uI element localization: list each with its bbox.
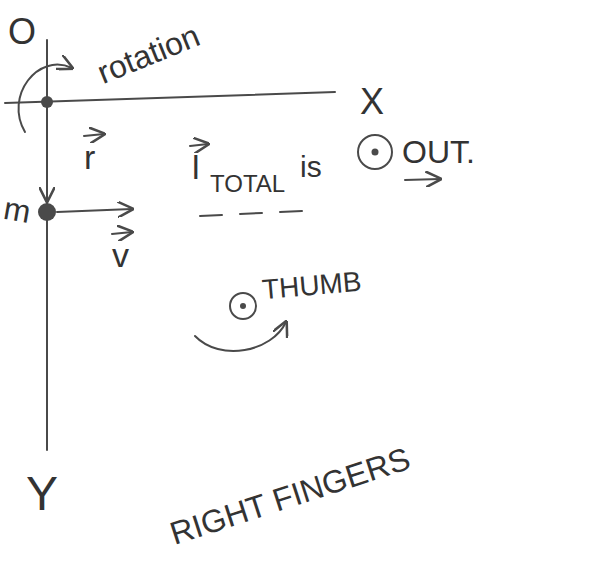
underline-arrow [405,179,440,180]
vector-label: r [84,140,95,174]
dash-underline [200,211,302,216]
rotation-label: rotation [93,19,204,89]
mass-dot [38,203,56,221]
r-vector [46,112,48,201]
rotation-arrow [19,65,72,132]
vector-sign [112,232,132,234]
vector-label: v [112,238,129,272]
origin-dot [41,96,53,108]
axis-label: X [360,84,384,120]
fingers-label: RIGHT FINGERS [166,442,414,550]
out-of-page-symbol [358,135,392,169]
mass-label: m [1,192,33,228]
out-of-page-symbol [230,293,256,319]
fingers-curl-arrow [195,322,286,351]
subscript-label: TOTAL [210,172,285,196]
note-text: OUT. [402,136,475,168]
vector-sign [84,134,104,136]
origin-label: O [8,14,36,50]
out-dot [372,149,379,156]
axis-label: Y [26,470,58,518]
vector-sign [190,144,208,146]
x-axis [5,92,335,103]
out-dot [240,303,246,309]
note-text: is [300,152,322,182]
v-vector [57,209,132,212]
vector-label: l [192,150,200,184]
thumb-label: THUMB [261,268,363,305]
